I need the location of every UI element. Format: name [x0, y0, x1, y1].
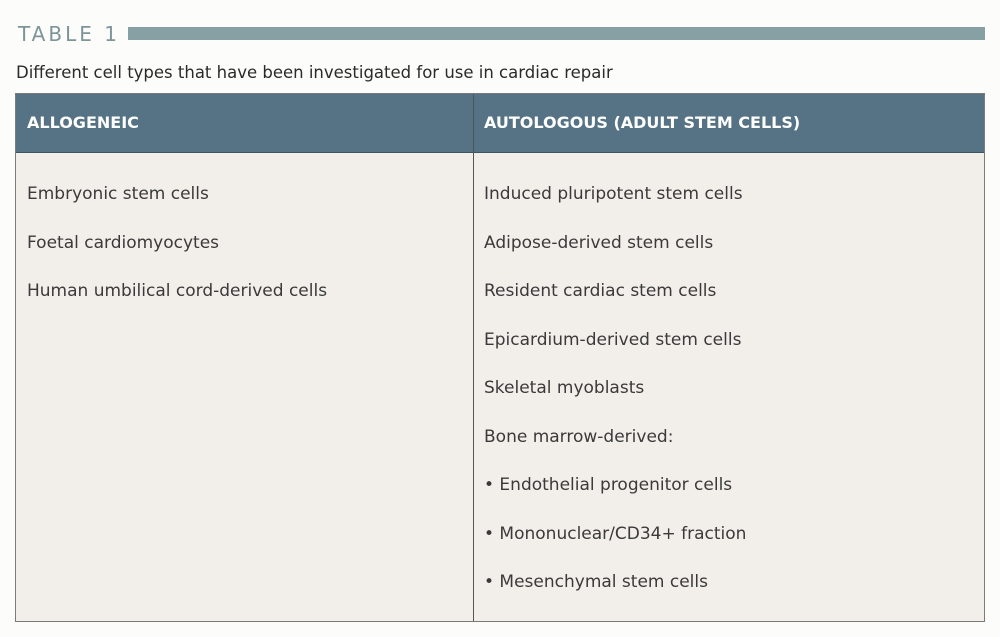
- column-header-allogeneic: ALLOGENEIC: [27, 113, 139, 132]
- allogeneic-list: Embryonic stem cells Foetal cardiomyocyt…: [27, 152, 327, 316]
- list-item: Foetal cardiomyocytes: [27, 232, 220, 253]
- list-item: Human umbilical cord-derived cells: [27, 281, 328, 301]
- list-item: • Mononuclear/CD34+ fraction: [484, 523, 747, 544]
- list-item: Resident cardiac stem cells: [484, 281, 717, 301]
- column-divider: [473, 94, 474, 621]
- list-item: Adipose-derived stem cells: [484, 232, 714, 253]
- list-item: • Mesenchymal stem cells: [484, 572, 708, 592]
- list-item: Embryonic stem cells: [27, 184, 209, 204]
- cell-types-table: ALLOGENEIC AUTOLOGOUS (ADULT STEM CELLS)…: [15, 93, 985, 622]
- list-item: • Endothelial progenitor cells: [484, 475, 733, 495]
- list-item: Epicardium-derived stem cells: [484, 329, 742, 350]
- table-header: ALLOGENEIC AUTOLOGOUS (ADULT STEM CELLS): [16, 94, 984, 153]
- column-header-autologous: AUTOLOGOUS (ADULT STEM CELLS): [484, 113, 801, 132]
- autologous-list: Induced pluripotent stem cells Adipose-d…: [484, 152, 746, 607]
- table-caption: Different cell types that have been inve…: [16, 63, 613, 82]
- list-item: Skeletal myoblasts: [484, 378, 645, 398]
- list-item: Induced pluripotent stem cells: [484, 184, 743, 204]
- list-item: Bone marrow-derived:: [484, 426, 674, 447]
- title-accent-bar: [128, 27, 985, 40]
- table-label: TABLE 1: [18, 22, 120, 46]
